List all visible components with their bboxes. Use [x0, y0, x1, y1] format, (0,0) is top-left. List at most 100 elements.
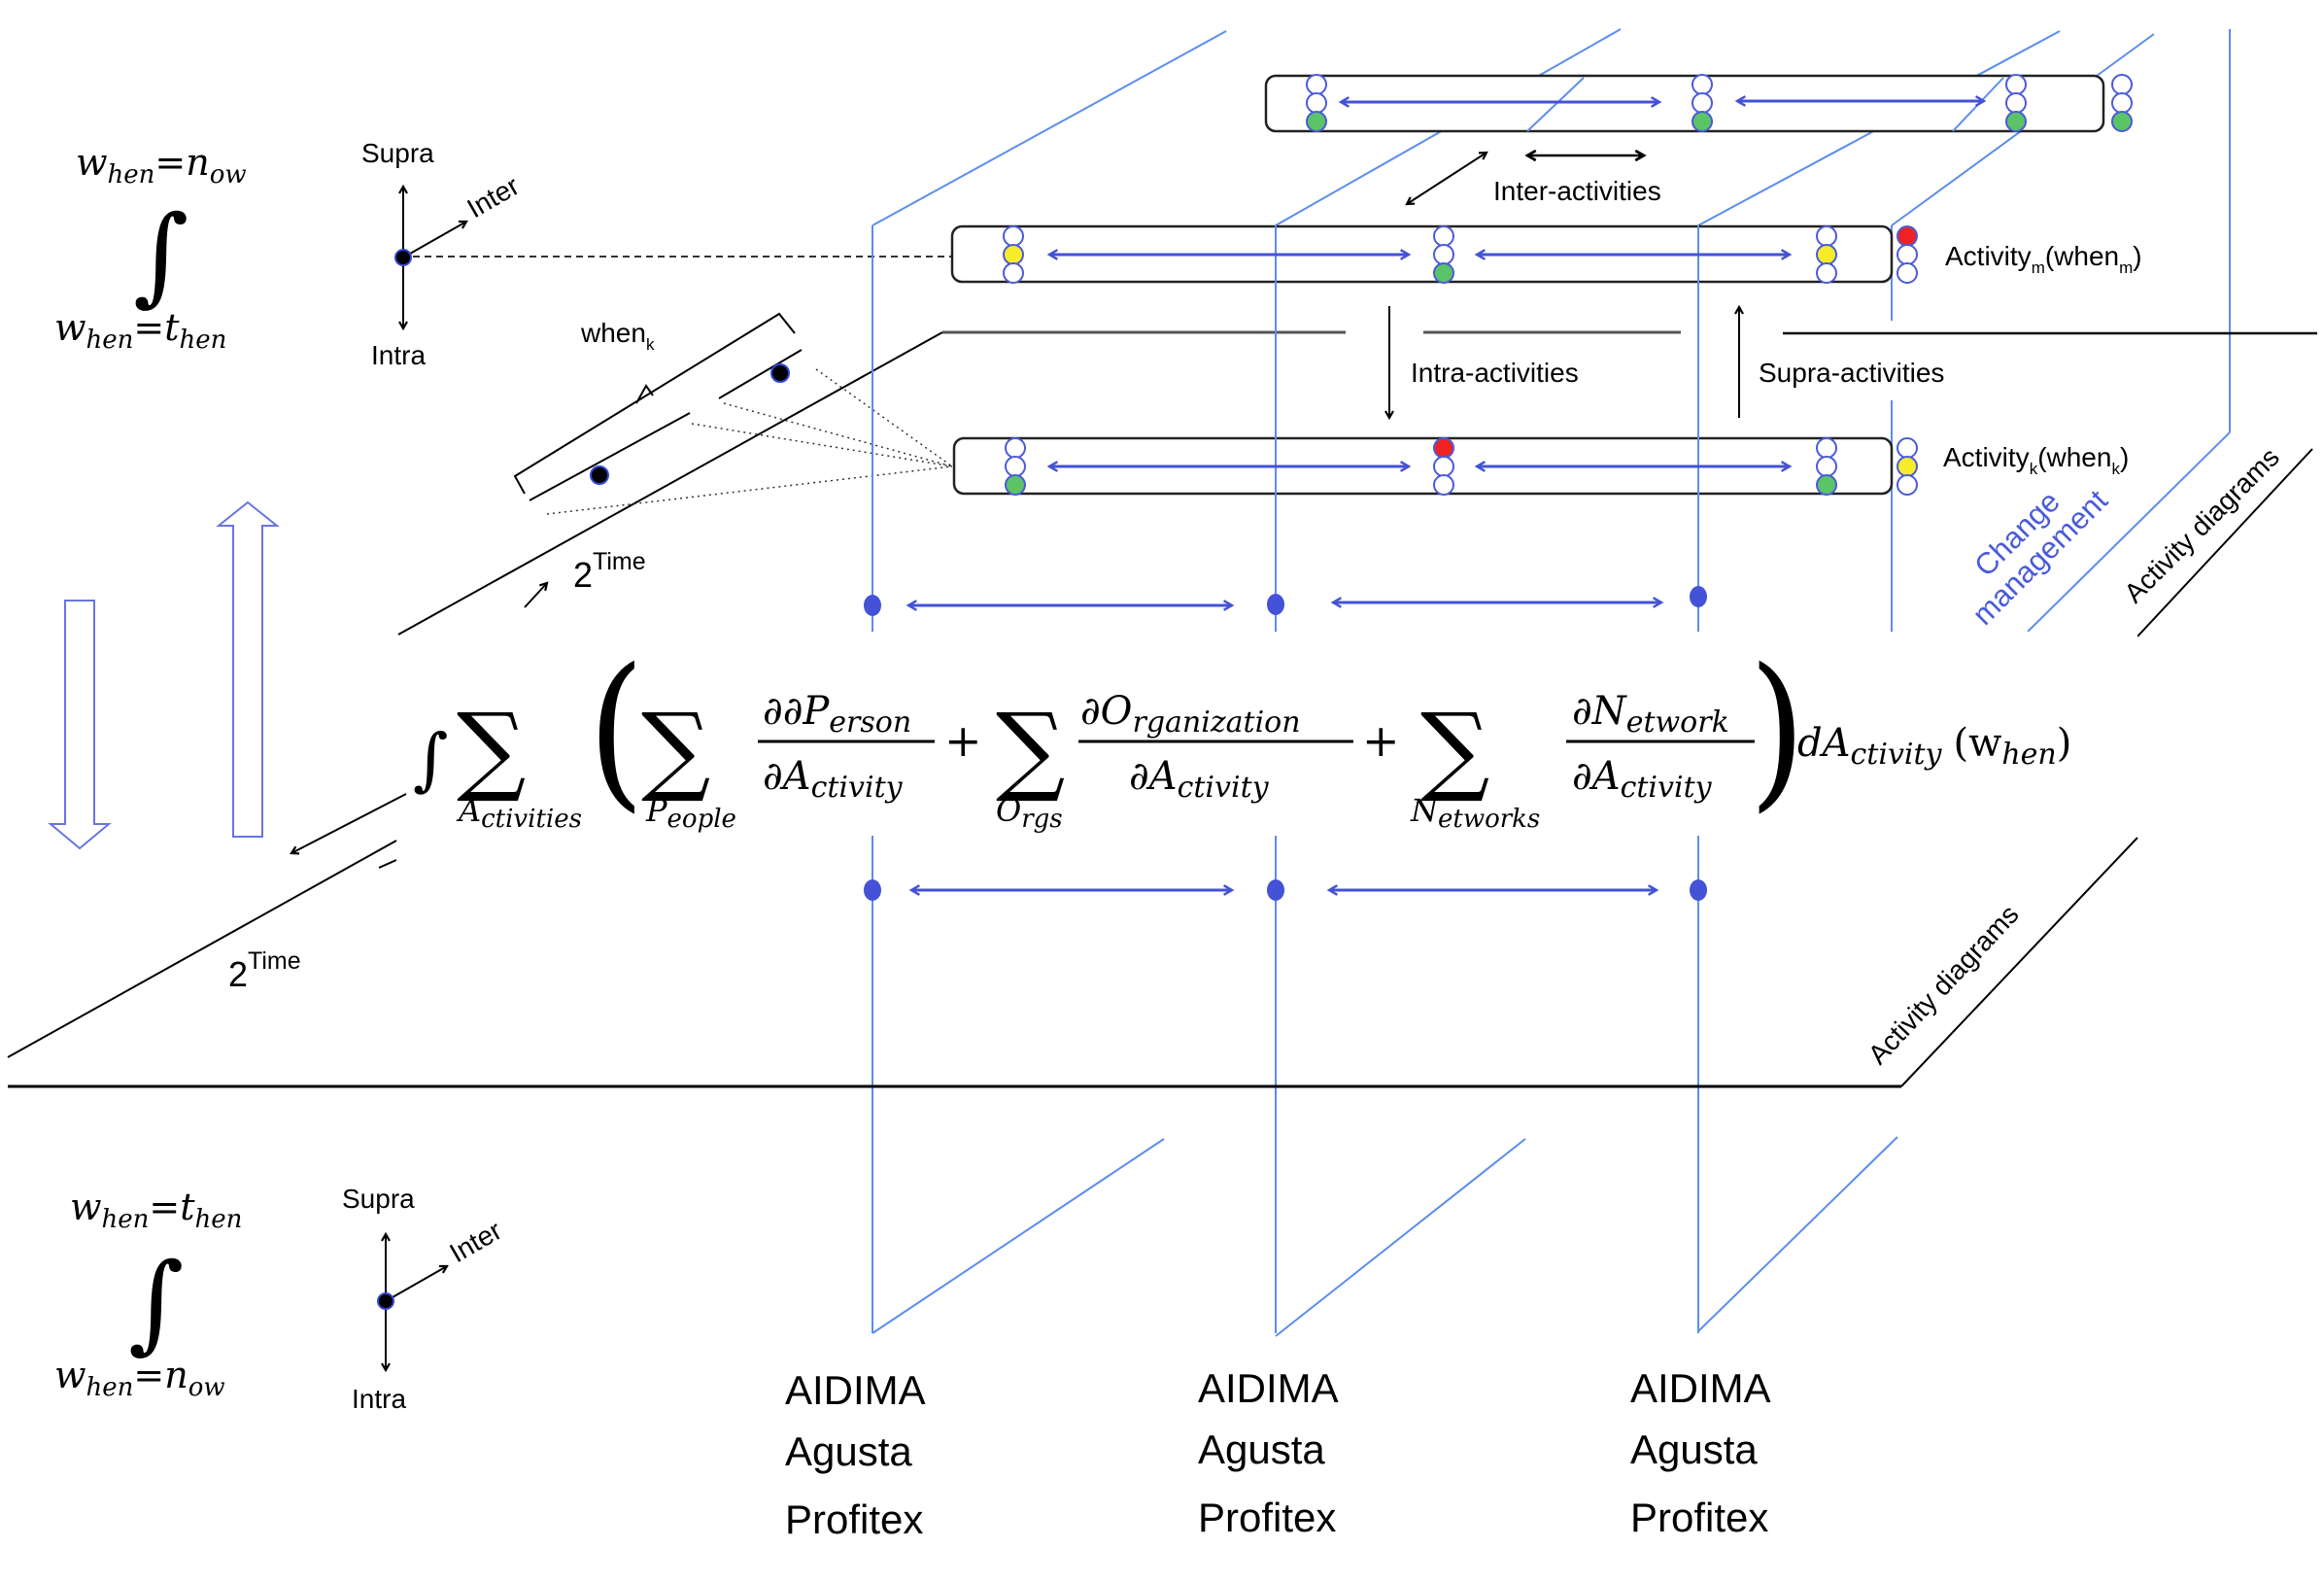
- eq-sum-people-sub: People: [645, 792, 736, 834]
- time-line-upper: [397, 331, 943, 636]
- partner-label: Agusta: [1198, 1427, 1325, 1472]
- upper-bound-bottom: when=then: [70, 1186, 242, 1234]
- eq-sum-orgs: ∑: [996, 692, 1065, 806]
- plane-1-top-diagonal: [872, 30, 1227, 226]
- partner-labels: AIDIMA Agusta Profitex AIDIMA Agusta Pro…: [785, 1365, 1771, 1542]
- node-empty: [1897, 244, 1918, 265]
- node-empty: [1816, 262, 1837, 284]
- partner-group-2: AIDIMA Agusta Profitex: [1198, 1365, 1339, 1540]
- node-empty: [2111, 74, 2133, 95]
- activity-k-outside-node-stack: [1897, 437, 1918, 496]
- activity-diagrams-upper-line: [2136, 448, 2313, 637]
- supra-activities-label: Supra-activities: [1759, 358, 1944, 388]
- when-bracket: [513, 312, 803, 501]
- eq-plus-1: +: [944, 714, 982, 767]
- lower-bound-bottom: when=now: [54, 1354, 225, 1402]
- partner-label: AIDIMA: [1630, 1365, 1771, 1411]
- axis-inter-label: Inter: [462, 170, 525, 224]
- bracket-icon: [513, 312, 796, 495]
- time-label-lower: 2Time: [228, 947, 301, 994]
- node-red: [1433, 437, 1454, 459]
- activity-diagrams-upper-label: Activity diagrams: [2118, 442, 2285, 609]
- eq-frac3-den: ∂Activity: [1572, 754, 1713, 805]
- upper-activity-node-stack: [1306, 74, 1327, 132]
- partner-label: AIDIMA: [785, 1367, 926, 1413]
- node-empty: [1897, 262, 1918, 284]
- time-arrow-up-icon: [524, 583, 547, 608]
- eq-sum-networks: ∑: [1420, 692, 1489, 806]
- intra-activities-label: Intra-activities: [1411, 358, 1579, 388]
- eq-sum-people: ∑: [641, 692, 710, 806]
- time-point-2: [770, 363, 790, 383]
- activity-bar-upper: [1264, 74, 2105, 133]
- node-yellow: [1897, 456, 1918, 477]
- activity-k-label: Activityk(whenk): [1943, 442, 2129, 478]
- activity-m-outside-node-stack: [1897, 225, 1918, 284]
- axis-intra-label: Intra: [371, 340, 426, 370]
- integral-sign: ∫: [133, 192, 188, 317]
- plane-3-bottom-diagonal: [1697, 1136, 1898, 1332]
- partner-label: Profitex: [1198, 1495, 1336, 1540]
- node-empty: [1433, 456, 1454, 477]
- axes-origin: [394, 249, 412, 266]
- big-up-arrow-icon: [216, 500, 280, 838]
- axes-glyph-top: Supra Intra Inter: [361, 138, 952, 370]
- node-empty: [1433, 225, 1454, 247]
- node-empty: [1816, 437, 1837, 459]
- activity-nodes: [1003, 74, 2133, 496]
- plane-dot: [1267, 879, 1284, 901]
- lower-bound: when=then: [54, 306, 226, 355]
- activity-k-node-stack: [1816, 437, 1837, 496]
- eq-sum-outer: ∑: [457, 692, 526, 806]
- node-empty: [1897, 474, 1918, 496]
- eq-sum-networks-sub: Networks: [1410, 792, 1540, 834]
- in-bar-arrows: [1046, 95, 1987, 472]
- time-label-upper: 2Time: [573, 548, 646, 595]
- eq-sum-orgs-sub: Orgs: [996, 792, 1063, 834]
- axes-glyph-bottom: Supra Intra Inter: [342, 1184, 507, 1414]
- node-green: [1816, 474, 1837, 496]
- eq-open-paren: (: [588, 634, 645, 829]
- plane-dot: [864, 595, 881, 616]
- activity-bar-k: [952, 436, 1894, 496]
- axis-supra-label-bottom: Supra: [342, 1184, 415, 1214]
- inter-diagonal-arrow-icon: [1407, 153, 1487, 204]
- plane-arrows-upper: [906, 597, 1664, 611]
- eq-frac2-den: ∂Activity: [1129, 754, 1270, 805]
- eq-frac2-num: ∂Organization: [1080, 689, 1301, 739]
- node-empty: [1306, 74, 1327, 95]
- node-green: [2005, 111, 2027, 132]
- partner-group-3: AIDIMA Agusta Profitex: [1630, 1365, 1771, 1540]
- equation-background: [408, 632, 2137, 836]
- activity-m-node-stack: [1433, 225, 1454, 284]
- plane-dot: [1690, 879, 1707, 901]
- node-green: [1692, 111, 1713, 132]
- node-yellow: [1003, 244, 1024, 265]
- node-empty: [1005, 456, 1026, 477]
- plane-2-bottom-diagonal: [1275, 1138, 1526, 1337]
- upper-activity-node-stack: [1692, 74, 1713, 132]
- partner-label: Profitex: [1630, 1495, 1768, 1540]
- activity-m-node-stack: [1003, 225, 1024, 284]
- upper-bound: when=now: [76, 141, 247, 189]
- upper-activity-node-stack: [2005, 74, 2027, 132]
- base-lines: [7, 330, 2317, 1088]
- node-empty: [1003, 225, 1024, 247]
- node-yellow: [1816, 244, 1837, 265]
- plane-overlay: [872, 77, 2004, 505]
- node-empty: [1692, 74, 1713, 95]
- upper-activity-outside-node-stack: [2111, 74, 2133, 132]
- activity-m-node-stack: [1816, 225, 1837, 284]
- node-empty: [1816, 225, 1837, 247]
- eq-sum-outer-sub: Activities: [456, 792, 582, 834]
- plane-dots-lower: [864, 879, 1707, 901]
- node-green: [1433, 262, 1454, 284]
- node-empty: [1003, 262, 1024, 284]
- integral-bounds-bottom: when=then ∫ when=now: [54, 1186, 242, 1402]
- node-empty: [1005, 437, 1026, 459]
- plane-1-bottom-diagonal: [872, 1138, 1165, 1334]
- plane-5-diagonal: [2027, 431, 2231, 633]
- activity-diagrams-lower-line: [1900, 837, 2138, 1087]
- plane-dot: [1690, 586, 1707, 607]
